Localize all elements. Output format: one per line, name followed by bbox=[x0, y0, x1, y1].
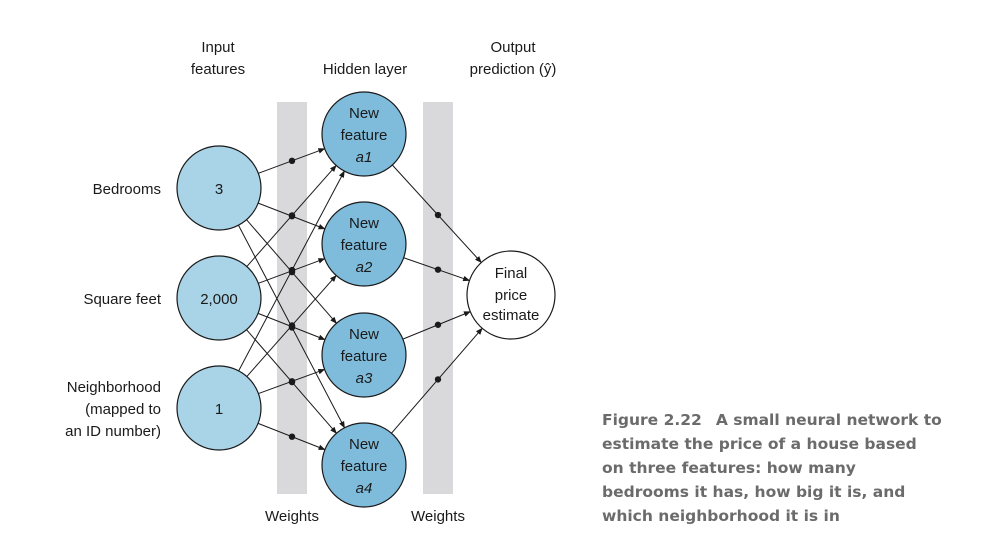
figure-number: Figure 2.22 bbox=[602, 411, 702, 429]
output-node: Final price estimate bbox=[466, 250, 556, 340]
output-line1: Final bbox=[495, 265, 528, 282]
hidden-node-a2: New feature a2 bbox=[321, 201, 407, 287]
input-node-neighborhood: 1 bbox=[176, 365, 262, 451]
input-label-neighborhood-line1: Neighborhood bbox=[67, 379, 161, 396]
weights-label-2: Weights bbox=[411, 508, 465, 525]
input-header-line1: Input bbox=[201, 39, 235, 56]
hidden-a2-id: a2 bbox=[356, 259, 373, 276]
hidden-a1-id: a1 bbox=[356, 149, 373, 166]
input-node-bedrooms: 3 bbox=[176, 145, 262, 231]
hidden-a4-id: a4 bbox=[356, 480, 373, 497]
figure-caption-text: A small neural network to estimate the p… bbox=[602, 411, 942, 525]
input-value-bedrooms: 3 bbox=[215, 181, 223, 198]
input-node-square-feet: 2,000 bbox=[176, 255, 262, 341]
edge-input3-hidden2-weight-dot bbox=[288, 322, 296, 329]
edge-input3-hidden1-weight-dot bbox=[288, 266, 296, 274]
hidden-a1-line2: feature bbox=[341, 127, 388, 144]
edge-hidden2-output-weight-dot bbox=[434, 266, 442, 273]
edge-input3-hidden4-weight-dot bbox=[288, 433, 296, 440]
input-label-square-feet: Square feet bbox=[83, 291, 161, 308]
edge-input2-hidden1-weight-dot bbox=[288, 212, 296, 219]
output-line2: price bbox=[495, 287, 528, 304]
input-label-neighborhood-line3: an ID number) bbox=[65, 423, 161, 440]
edge-input1-hidden1-weight-dot bbox=[288, 157, 296, 165]
hidden-a4-line1: New bbox=[349, 436, 379, 453]
hidden-node-a1: New feature a1 bbox=[321, 91, 407, 177]
weights-band-1 bbox=[277, 102, 307, 494]
edge-hidden1-output-weight-dot bbox=[434, 211, 442, 219]
output-header-line2: prediction (ŷ) bbox=[470, 61, 557, 78]
weights-band-2 bbox=[423, 102, 453, 494]
hidden-a3-line1: New bbox=[349, 326, 379, 343]
edge-hidden3-output-weight-dot bbox=[434, 321, 442, 328]
hidden-a3-line2: feature bbox=[341, 348, 388, 365]
output-line3: estimate bbox=[483, 307, 540, 324]
weights-label-1: Weights bbox=[265, 508, 319, 525]
hidden-a3-id: a3 bbox=[356, 370, 373, 387]
input-header-line2: features bbox=[191, 61, 245, 78]
hidden-a4-line2: feature bbox=[341, 458, 388, 475]
edge-input3-hidden3-weight-dot bbox=[288, 378, 296, 385]
hidden-node-a4: New feature a4 bbox=[321, 422, 407, 508]
hidden-node-a3: New feature a3 bbox=[321, 312, 407, 398]
input-value-square-feet: 2,000 bbox=[200, 291, 238, 308]
connections bbox=[238, 148, 483, 451]
hidden-header: Hidden layer bbox=[323, 61, 407, 78]
hidden-a2-line2: feature bbox=[341, 237, 388, 254]
hidden-a1-line1: New bbox=[349, 105, 379, 122]
input-label-bedrooms: Bedrooms bbox=[93, 181, 161, 198]
output-header-line1: Output bbox=[490, 39, 536, 56]
hidden-a2-line1: New bbox=[349, 215, 379, 232]
edge-hidden4-output-weight-dot bbox=[434, 376, 442, 383]
input-value-neighborhood: 1 bbox=[215, 401, 223, 418]
input-label-neighborhood-line2: (mapped to bbox=[85, 401, 161, 418]
